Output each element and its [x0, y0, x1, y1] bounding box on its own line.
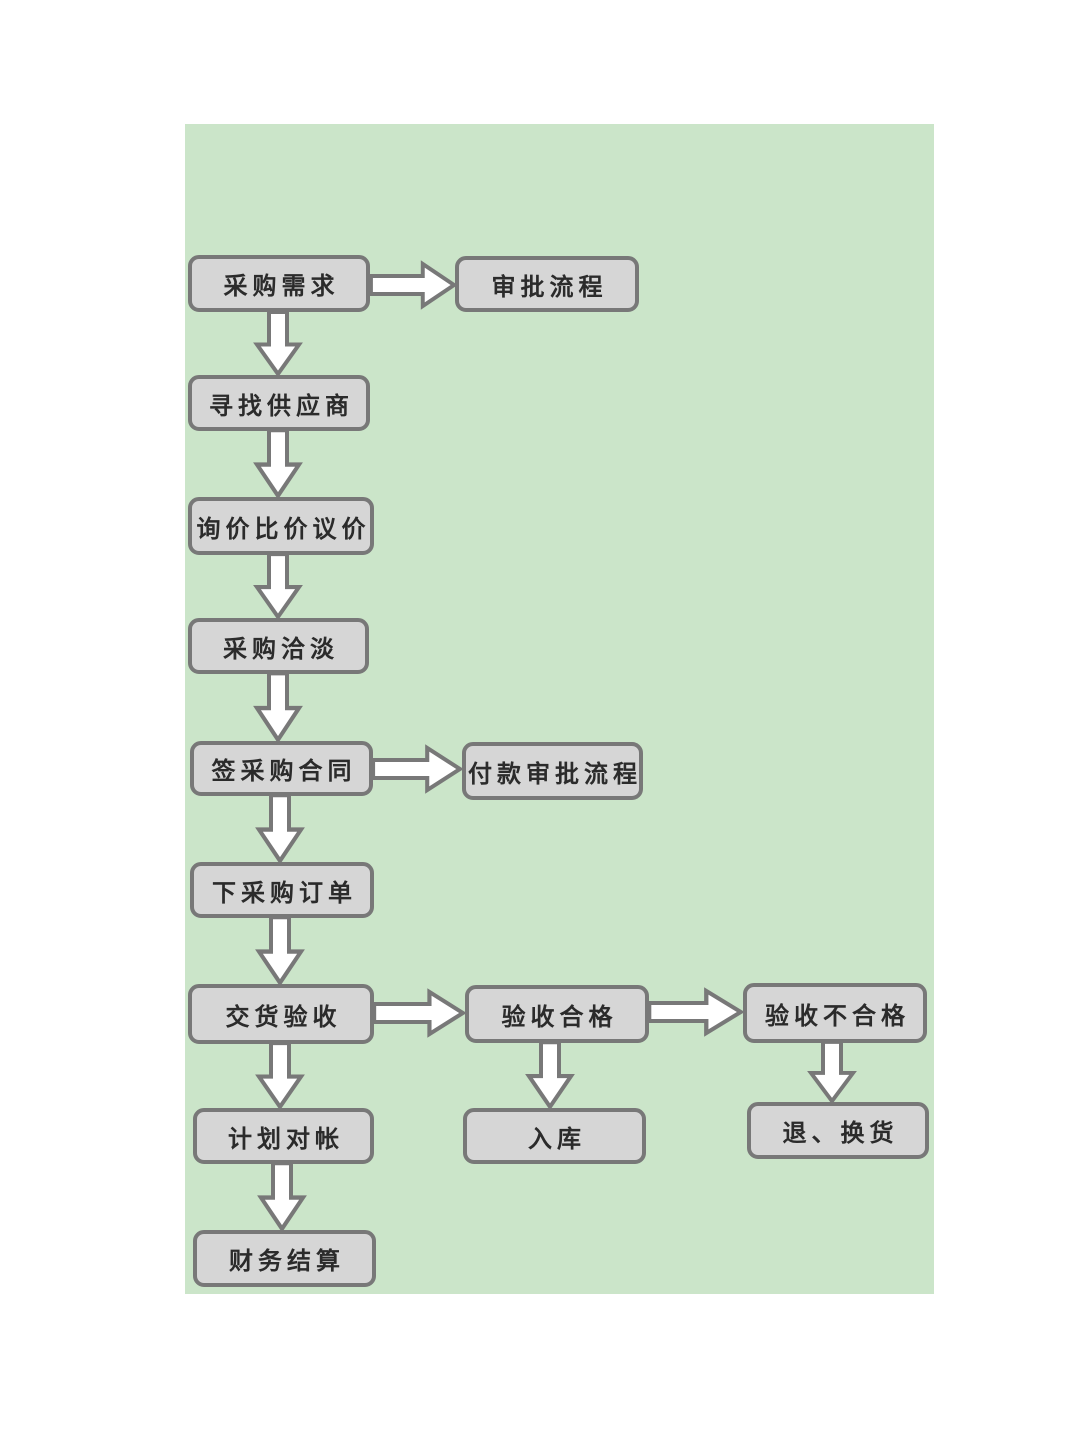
node-financial-settlement: 财务结算 [193, 1230, 376, 1287]
arrow-down-demand-to-supplier-icon [253, 310, 303, 378]
node-return-or-exchange: 退、换货 [747, 1102, 929, 1159]
arrow-down-reconciliation-to-settlement-icon [257, 1161, 307, 1233]
arrow-down-inquiry-to-negotiation-icon [253, 552, 303, 621]
arrow-down-passed-to-warehouse-icon [525, 1040, 575, 1111]
arrow-down-failed-to-return-icon [807, 1040, 857, 1105]
arrow-down-delivery-to-reconciliation-icon [255, 1041, 305, 1111]
node-warehouse-in: 入库 [463, 1108, 646, 1164]
node-place-purchase-order: 下采购订单 [190, 862, 374, 918]
node-inquiry-compare-negotiate-price: 询价比价议价 [188, 497, 374, 555]
node-acceptance-failed: 验收不合格 [743, 983, 927, 1043]
arrow-down-negotiation-to-contract-icon [253, 671, 303, 744]
node-delivery-acceptance: 交货验收 [188, 984, 374, 1044]
arrow-down-order-to-delivery-icon [255, 915, 305, 987]
node-plan-reconciliation: 计划对帐 [193, 1108, 374, 1164]
arrow-down-supplier-to-inquiry-icon [253, 428, 303, 500]
node-purchase-demand: 采购需求 [188, 255, 370, 312]
arrow-right-passed-to-failed-icon [647, 987, 745, 1037]
node-purchase-negotiation: 采购洽淡 [188, 618, 369, 674]
node-approval-process: 审批流程 [455, 256, 639, 312]
arrow-right-demand-to-approval-icon [369, 260, 458, 310]
arrow-down-contract-to-order-icon [255, 793, 305, 865]
node-payment-approval-process: 付款审批流程 [462, 742, 643, 800]
green-background-panel [185, 124, 934, 1294]
node-acceptance-passed: 验收合格 [465, 985, 649, 1043]
node-sign-purchase-contract: 签采购合同 [190, 741, 373, 796]
node-find-supplier: 寻找供应商 [188, 375, 370, 431]
arrow-right-delivery-to-passed-icon [372, 988, 467, 1038]
arrow-right-contract-to-payment-approval-icon [371, 744, 464, 794]
